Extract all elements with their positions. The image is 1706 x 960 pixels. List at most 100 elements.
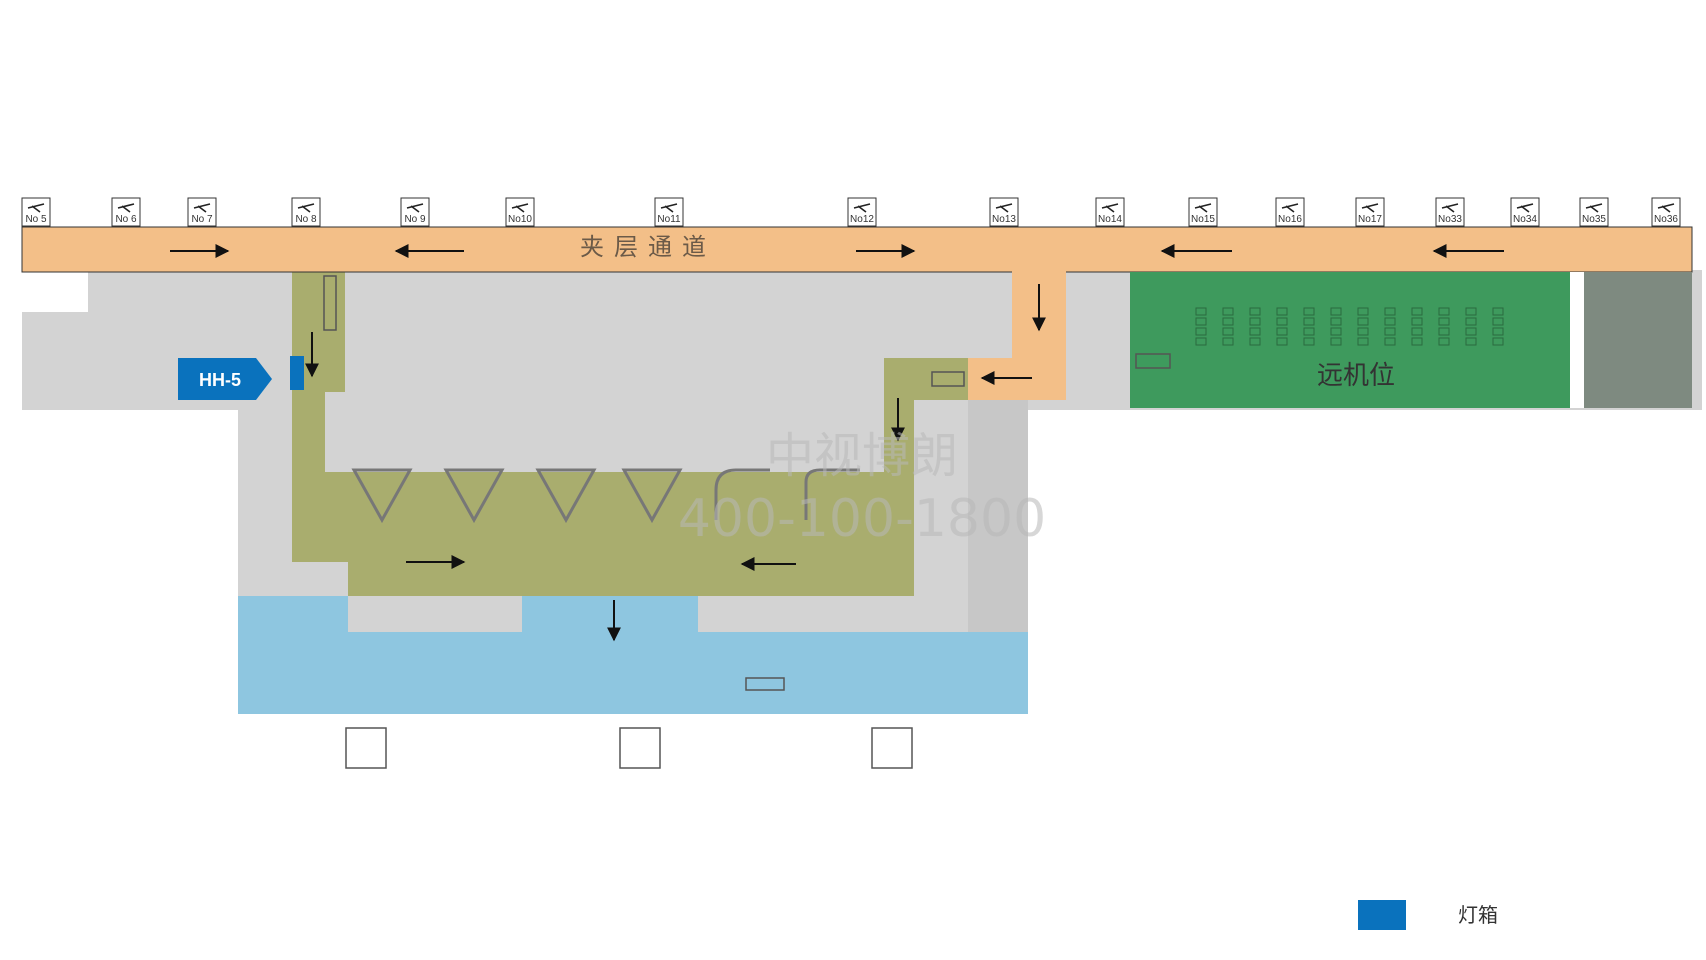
watermark-phone: 400-100-1800 xyxy=(678,489,1046,549)
seat xyxy=(1195,317,1207,326)
gate-sign: No33 xyxy=(1435,197,1465,227)
exit-doors xyxy=(345,727,913,769)
gate-label: No36 xyxy=(1654,214,1678,225)
gate-sign-box xyxy=(1355,197,1385,227)
seat xyxy=(1276,307,1288,316)
seat xyxy=(1384,307,1396,316)
seat xyxy=(1330,327,1342,336)
seat xyxy=(1438,327,1450,336)
seat xyxy=(1303,317,1315,326)
gate-label: No 9 xyxy=(404,214,426,225)
gate-sign: No 7 xyxy=(187,197,217,227)
seat xyxy=(1222,317,1234,326)
seat xyxy=(1384,317,1396,326)
gate-label: No34 xyxy=(1513,214,1537,225)
gate-sign: No 5 xyxy=(21,197,51,227)
gate-sign-box xyxy=(654,197,684,227)
gate-sign: No 9 xyxy=(400,197,430,227)
plane-icon xyxy=(193,203,211,213)
remote-stand-seating xyxy=(1195,307,1504,346)
seat xyxy=(1465,307,1477,316)
plane-icon xyxy=(1194,203,1212,213)
seat xyxy=(1438,307,1450,316)
plane-icon xyxy=(1657,203,1675,213)
remote-stand-label: 远机位 xyxy=(1317,361,1395,391)
seat xyxy=(1330,317,1342,326)
seat xyxy=(1195,307,1207,316)
gate-sign-box xyxy=(111,197,141,227)
gate-sign-box xyxy=(187,197,217,227)
gate-sign: No 6 xyxy=(111,197,141,227)
seat xyxy=(1195,327,1207,336)
seat xyxy=(1465,337,1477,346)
gate-sign: No17 xyxy=(1355,197,1385,227)
mezzanine-corridor xyxy=(21,226,1693,273)
seat xyxy=(1303,307,1315,316)
escalator-icons xyxy=(323,275,1171,691)
gate-sign-box xyxy=(1275,197,1305,227)
plane-icon xyxy=(117,203,135,213)
watermark-name: 中视博朗 xyxy=(766,428,958,484)
gate-label: No13 xyxy=(992,214,1016,225)
baggage-hall xyxy=(238,596,1028,714)
seat xyxy=(1384,337,1396,346)
marker-tag xyxy=(178,358,272,400)
gate-label: No11 xyxy=(657,214,681,225)
plane-icon xyxy=(1101,203,1119,213)
remote-stand-area xyxy=(1130,272,1570,408)
legend-label: 灯箱 xyxy=(1458,903,1498,927)
plane-icon xyxy=(995,203,1013,213)
seat xyxy=(1249,317,1261,326)
gate-sign-box xyxy=(989,197,1019,227)
plane-icon xyxy=(1516,203,1534,213)
gate-label: No 5 xyxy=(25,214,47,225)
gate-sign-box xyxy=(1510,197,1540,227)
gate-label: No14 xyxy=(1098,214,1122,225)
gate-sign-box xyxy=(505,197,535,227)
gate-sign: No34 xyxy=(1510,197,1540,227)
seat xyxy=(1411,307,1423,316)
seat xyxy=(1249,327,1261,336)
seat xyxy=(1492,317,1504,326)
lightbox-marker-hh5[interactable]: HH-5 xyxy=(178,358,272,400)
gate-sign-box xyxy=(1188,197,1218,227)
plane-icon xyxy=(511,203,529,213)
gate-label: No 8 xyxy=(295,214,317,225)
remote-stand-edge xyxy=(1570,272,1584,408)
seat xyxy=(1411,337,1423,346)
legend-swatch xyxy=(1358,900,1406,930)
gate-sign: No12 xyxy=(847,197,877,227)
gate-sign-box xyxy=(291,197,321,227)
gate-label: No 6 xyxy=(115,214,137,225)
seat xyxy=(1411,317,1423,326)
gate-sign-box xyxy=(1095,197,1125,227)
plane-icon xyxy=(406,203,424,213)
seat xyxy=(1357,327,1369,336)
seat xyxy=(1222,307,1234,316)
marker-label: HH-5 xyxy=(199,370,241,390)
queue-shapes xyxy=(351,468,860,524)
gate-label: No12 xyxy=(850,214,874,225)
seat xyxy=(1465,317,1477,326)
gate-sign: No 8 xyxy=(291,197,321,227)
gate-label: No16 xyxy=(1278,214,1302,225)
gate-label: No15 xyxy=(1191,214,1215,225)
gate-sign: No35 xyxy=(1579,197,1609,227)
seat xyxy=(1222,337,1234,346)
gate-label: No35 xyxy=(1582,214,1606,225)
seat xyxy=(1303,337,1315,346)
plane-icon xyxy=(660,203,678,213)
gate-sign-box xyxy=(21,197,51,227)
plane-icon xyxy=(27,203,45,213)
gate-label: No33 xyxy=(1438,214,1462,225)
plane-icon xyxy=(853,203,871,213)
seat xyxy=(1492,337,1504,346)
gate-sign: No15 xyxy=(1188,197,1218,227)
seat xyxy=(1276,337,1288,346)
seat xyxy=(1438,317,1450,326)
corridor-label: 夹层通道 xyxy=(580,233,716,261)
apron-area xyxy=(1584,272,1692,408)
lightbox-location[interactable] xyxy=(290,356,304,390)
seat xyxy=(1492,307,1504,316)
